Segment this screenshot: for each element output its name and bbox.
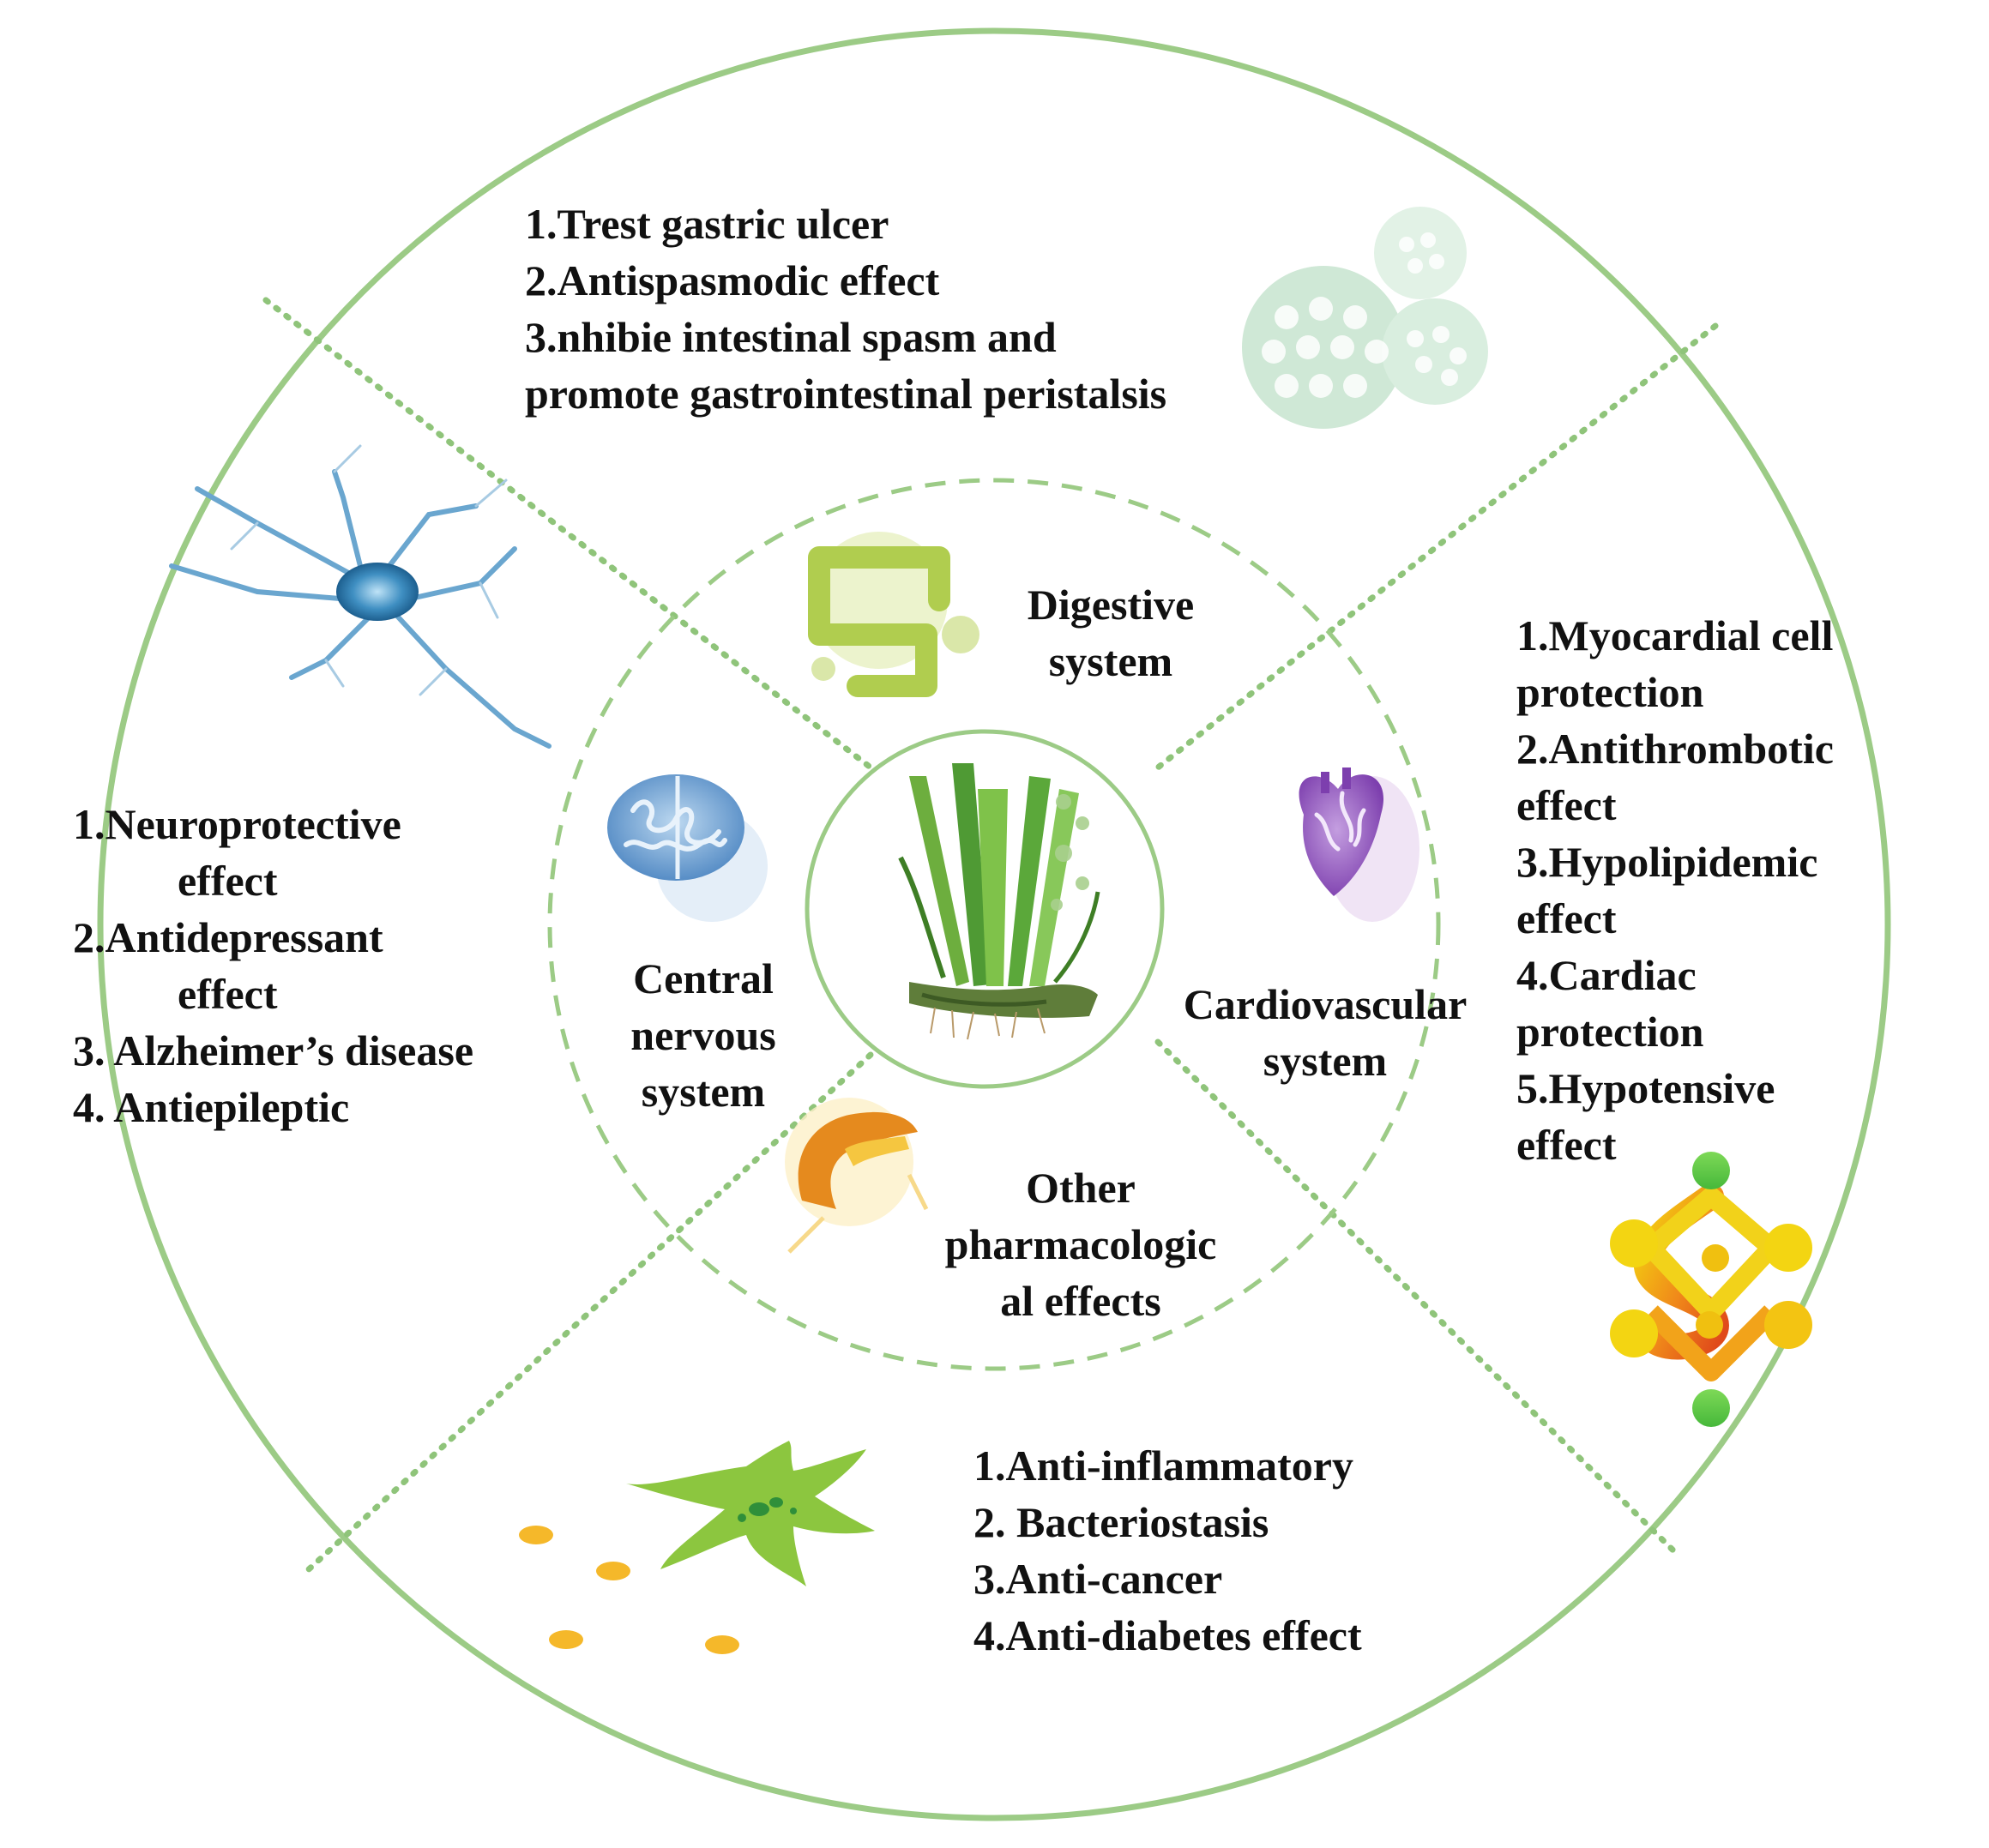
digestive-effect-item: 2.Antispasmodic effect (525, 256, 940, 304)
cardiovascular-label-line1: Cardiovascular (1183, 980, 1468, 1028)
cardiovascular-effect-item: 2.Antithrombotic (1516, 725, 1834, 773)
dividers (262, 297, 1719, 1573)
other-effect-item: 1.Anti-inflammatory (973, 1442, 1353, 1490)
cardiovascular-effect-item: 3.Hypolipidemic (1516, 838, 1818, 886)
other-label-line3: al effects (1000, 1277, 1161, 1325)
cns-label-line3: system (641, 1068, 766, 1116)
digestive-effect-item: 3.nhibie intestinal spasm and (525, 313, 1057, 361)
cns-effect-item: 2.Antidepressant (73, 913, 383, 961)
cardiovascular-effect-item: protection (1516, 668, 1704, 716)
cardiovascular-effect-item: effect (1516, 1121, 1617, 1169)
digestive-label-line1: Digestive (1027, 581, 1195, 629)
cns-effect-item: 1.Neuroprotective (73, 800, 401, 848)
digestive-system-label: Digestive system (995, 576, 1227, 689)
other-label-line1: Other (1026, 1164, 1136, 1212)
other-label-line2: pharmacologic (944, 1220, 1217, 1268)
intestine-icon (808, 532, 979, 697)
divider-top-left (262, 297, 874, 771)
digestive-effect-item: promote gastrointestinal peristalsis (525, 370, 1167, 418)
pancreas-icon (785, 1098, 929, 1254)
cardiovascular-effect-item: effect (1516, 894, 1617, 942)
cardiovascular-effect-item: 1.Myocardial cell (1516, 611, 1834, 659)
cns-effect-item: effect (178, 857, 278, 905)
other-effects-label: Other pharmacologic al effects (909, 1159, 1252, 1329)
cell-clusters-icon (1242, 207, 1488, 429)
cardiovascular-effect-item: protection (1516, 1008, 1704, 1056)
other-effect-item: 2. Bacteriostasis (973, 1498, 1269, 1546)
cardiovascular-effect-item: 5.Hypotensive (1516, 1064, 1775, 1112)
other-effects-list: 1.Anti-inflammatory 2. Bacteriostasis 3.… (973, 1437, 1362, 1664)
other-effect-item: 4.Anti-diabetes effect (973, 1611, 1362, 1659)
cns-label-line1: Central (633, 954, 774, 1002)
digestive-label-line2: system (1048, 637, 1173, 685)
cardiovascular-effect-item: 4.Cardiac (1516, 951, 1697, 999)
cns-effect-item: effect (178, 970, 278, 1018)
divider-bottom-left (305, 1051, 874, 1573)
other-effect-item: 3.Anti-cancer (973, 1555, 1223, 1603)
cns-system-label: Central nervous system (600, 950, 806, 1120)
cardiovascular-system-label: Cardiovascular system (1166, 976, 1484, 1089)
inner-dashed-ring (547, 478, 1441, 1371)
brain-icon (607, 774, 768, 922)
cardiovascular-label-line2: system (1263, 1037, 1388, 1085)
cardiovascular-effect-item: effect (1516, 781, 1617, 829)
digestive-effects-list: 1.Trest gastric ulcer 2.Antispasmodic ef… (525, 196, 1166, 422)
cardiovascular-effects-list: 1.Myocardial cell protection 2.Antithrom… (1516, 607, 1834, 1173)
calamus-plant-illustration (898, 763, 1100, 1040)
divider-bottom-right (1154, 1038, 1680, 1557)
cns-effect-item: 3. Alzheimer’s disease (73, 1026, 474, 1074)
cns-effects-list: 1.Neuroprotective effect 2.Antidepressan… (73, 796, 473, 1135)
divider-top-right (1154, 322, 1719, 771)
cns-label-line2: nervous (630, 1011, 776, 1059)
heart-icon (1299, 767, 1419, 922)
bacteria-icon (519, 1441, 875, 1654)
cns-effect-item: 4. Antiepileptic (73, 1083, 350, 1131)
molecule-icon (1610, 1152, 1812, 1427)
neuron-icon (169, 444, 551, 749)
outer-ring (97, 27, 1891, 1821)
digestive-effect-item: 1.Trest gastric ulcer (525, 200, 889, 248)
